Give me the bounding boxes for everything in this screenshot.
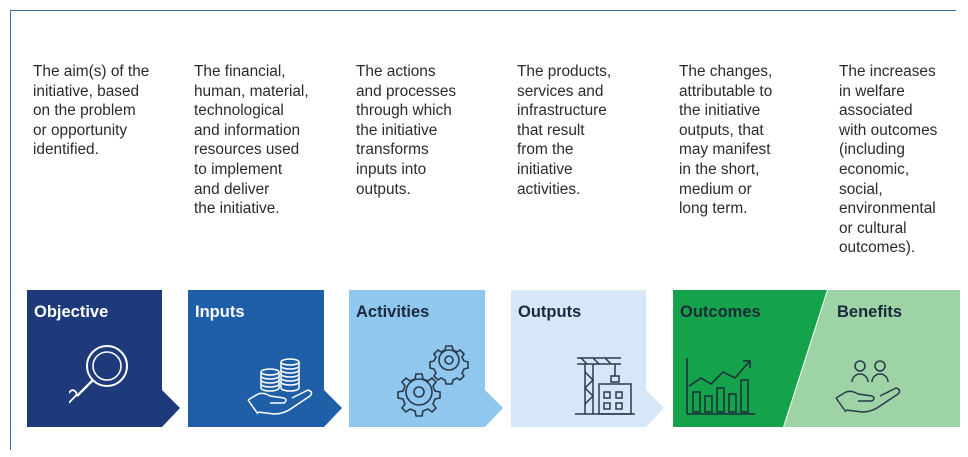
outcomes-parallelogram-shape: [673, 290, 827, 427]
benefits-stage: Benefits: [784, 290, 960, 427]
benefits-parallelogram-shape: [784, 290, 960, 427]
objective-description: The aim(s) of the initiative, based on t…: [33, 63, 150, 159]
growth-chart-icon: [686, 358, 755, 415]
coins-in-hand-icon: [247, 358, 313, 415]
benefits-description: The increases in welfare associated with…: [839, 63, 938, 257]
outputs-stage: Outputs: [511, 290, 666, 427]
benefits-label: Benefits: [837, 303, 903, 321]
inputs-stage: Inputs: [188, 290, 343, 427]
activities-stage: Activities: [349, 290, 504, 427]
diagram-frame: [10, 10, 956, 450]
outputs-description: The products, services and infrastructur…: [517, 63, 612, 198]
activities-label: Activities: [356, 303, 430, 321]
magnifying-glass-icon: [69, 345, 128, 407]
activities-arrow-shape: [349, 290, 503, 427]
outcomes-stage: Outcomes: [673, 290, 827, 427]
objective-label: Objective: [34, 303, 109, 321]
people-in-hand-icon: [835, 360, 901, 413]
outcomes-label: Outcomes: [680, 303, 761, 321]
inputs-description: The financial, human, material, technolo…: [194, 63, 309, 218]
objective-arrow-shape: [27, 290, 180, 427]
objective-stage: Objective: [27, 290, 182, 427]
crane-building-icon: [575, 357, 635, 415]
activities-description: The actions and processes through which …: [356, 63, 457, 198]
outputs-label: Outputs: [518, 303, 582, 321]
inputs-label: Inputs: [195, 303, 245, 321]
outcomes-description: The changes, attributable to the initiat…: [679, 63, 773, 218]
gears-icon: [397, 345, 469, 417]
